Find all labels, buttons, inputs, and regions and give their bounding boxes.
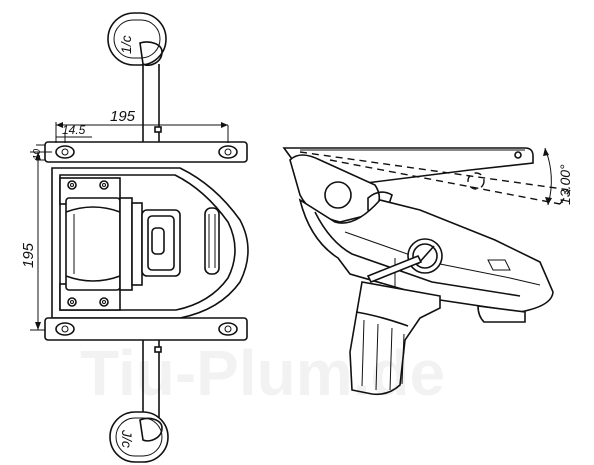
dimension-top-width: 195 (55, 108, 229, 143)
bottom-bar (44, 317, 248, 341)
front-view: 1/c 195 14.5 (20, 12, 249, 463)
dim-side-height-label: 195 (20, 242, 37, 268)
dim-hole-offset-label: 14.5 (62, 123, 86, 137)
bottom-handle-label: J/c (119, 429, 135, 448)
dimension-tilt-angle: 13.00° (543, 147, 573, 206)
dim-top-width-label: 195 (110, 108, 136, 125)
watermark: Tiu-Plum.de (80, 337, 445, 409)
bottom-handle: J/c (109, 340, 169, 463)
top-bar (44, 141, 248, 163)
dim-tilt-angle-label: 13.00° (557, 164, 573, 205)
top-handle: 1/c (107, 12, 167, 143)
front-body (51, 167, 249, 319)
dimension-hole-offset: 14.5 (56, 123, 92, 143)
top-handle-label: 1/c (118, 35, 134, 54)
side-view: 13.00° (282, 147, 573, 396)
dimension-side-height: 195 (20, 151, 52, 331)
